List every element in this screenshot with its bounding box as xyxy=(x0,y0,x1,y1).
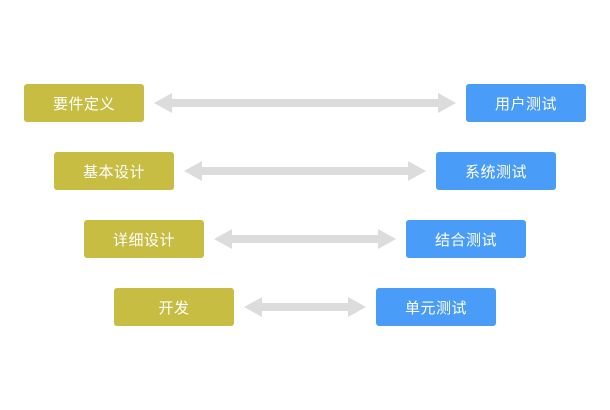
double-arrow-icon xyxy=(154,93,456,113)
test-box-system-test: 系统测试 xyxy=(436,152,556,190)
phase-label: 要件定义 xyxy=(52,94,115,113)
phase-box-development: 开发 xyxy=(114,288,234,326)
test-label: 结合测试 xyxy=(434,230,497,249)
phase-box-basic-design: 基本设计 xyxy=(54,152,174,190)
double-arrow-icon xyxy=(214,229,396,249)
test-box-unit-test: 单元测试 xyxy=(376,288,496,326)
phase-box-requirements: 要件定义 xyxy=(24,84,144,122)
test-label: 用户测试 xyxy=(494,94,557,113)
phase-box-detailed-design: 详细设计 xyxy=(84,220,204,258)
phase-label: 基本设计 xyxy=(82,162,145,181)
test-label: 系统测试 xyxy=(464,162,527,181)
phase-label: 详细设计 xyxy=(112,230,175,249)
test-label: 单元测试 xyxy=(404,298,467,317)
test-box-integration-test: 结合测试 xyxy=(406,220,526,258)
double-arrow-icon xyxy=(244,297,366,317)
phase-label: 开发 xyxy=(158,298,190,317)
double-arrow-icon xyxy=(184,161,426,181)
test-box-user-test: 用户测试 xyxy=(466,84,586,122)
